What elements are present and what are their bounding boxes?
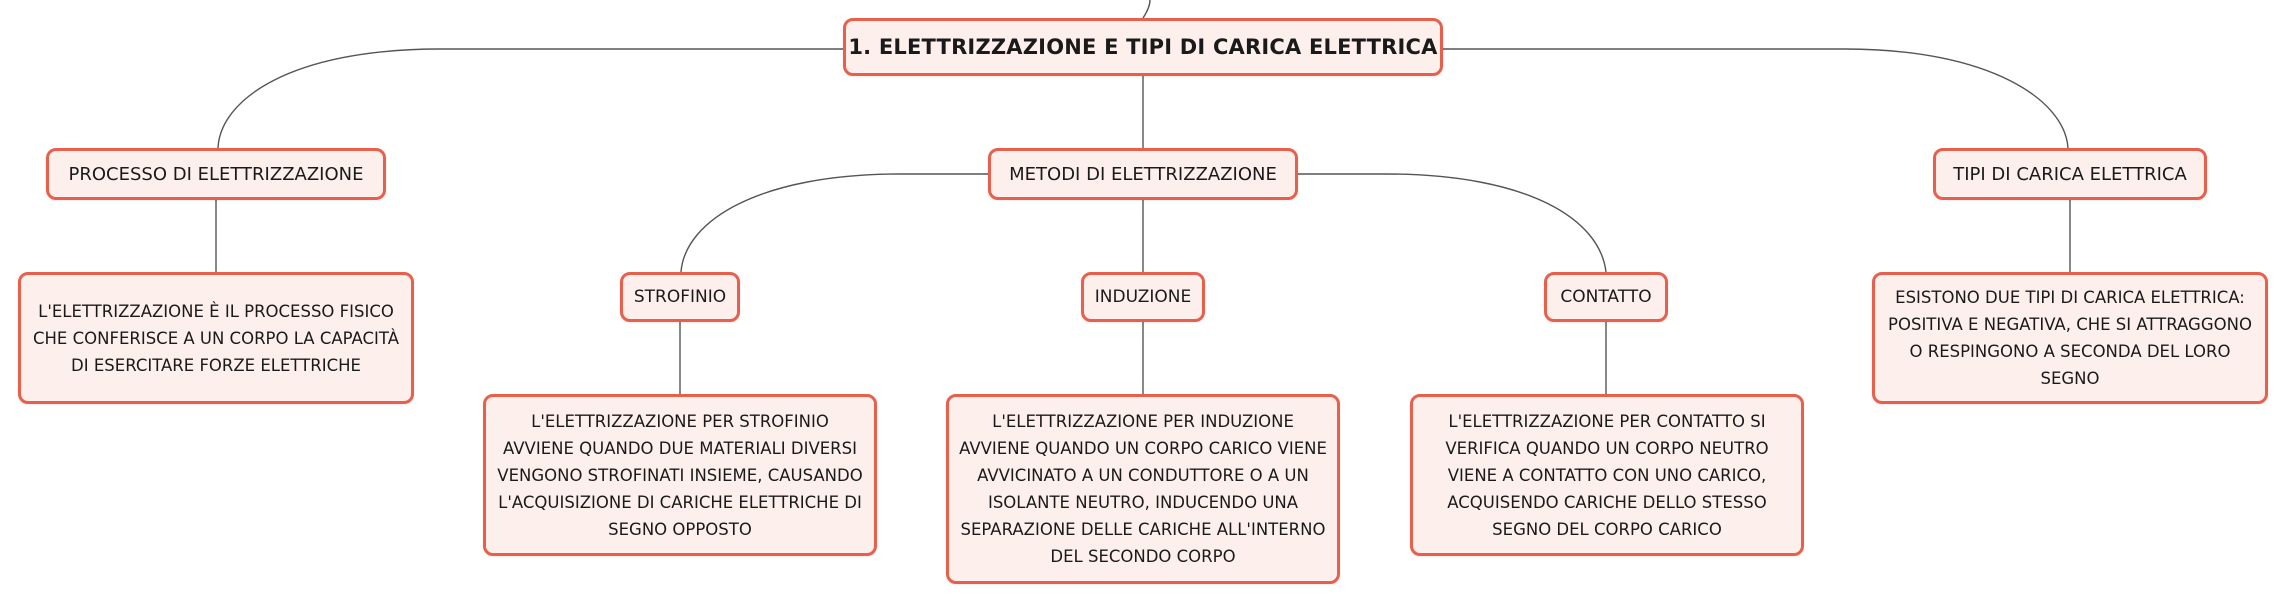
connector-root-processo [217, 48, 843, 149]
description-strofinio[interactable]: L'ELETTRIZZAZIONE PER STROFINIO AVVIENE … [483, 394, 877, 556]
topic-processo-elettrizzazione[interactable]: PROCESSO DI ELETTRIZZAZIONE [46, 148, 386, 200]
description-tipi-text: ESISTONO DUE TIPI DI CARICA ELETTRICA: P… [1888, 288, 2252, 388]
connector-metodi-contatto [1298, 173, 1607, 273]
topic-tipi-label: TIPI DI CARICA ELETTRICA [1953, 163, 2187, 185]
subtopic-strofinio-label: STROFINIO [633, 287, 727, 307]
description-contatto-text: L'ELETTRIZZAZIONE PER CONTATTO SI VERIFI… [1445, 411, 1769, 539]
connector-metodi-strofinio [680, 173, 988, 273]
description-induzione[interactable]: L'ELETTRIZZAZIONE PER INDUZIONE AVVIENE … [946, 394, 1340, 584]
topic-tipi-carica[interactable]: TIPI DI CARICA ELETTRICA [1933, 148, 2207, 200]
description-contatto[interactable]: L'ELETTRIZZAZIONE PER CONTATTO SI VERIFI… [1410, 394, 1804, 556]
root-topic-label: 1. ELETTRIZZAZIONE E TIPI DI CARICA ELET… [848, 35, 1438, 59]
topic-processo-label: PROCESSO DI ELETTRIZZAZIONE [68, 163, 364, 185]
description-tipi[interactable]: ESISTONO DUE TIPI DI CARICA ELETTRICA: P… [1872, 272, 2268, 404]
topic-metodi-label: METODI DI ELETTRIZZAZIONE [1009, 163, 1277, 185]
subtopic-contatto-label: CONTATTO [1560, 287, 1652, 307]
connector-top [1142, 0, 1151, 19]
connector-root-tipi [1443, 48, 2069, 149]
description-strofinio-text: L'ELETTRIZZAZIONE PER STROFINIO AVVIENE … [497, 411, 863, 539]
root-topic-node[interactable]: 1. ELETTRIZZAZIONE E TIPI DI CARICA ELET… [843, 18, 1443, 76]
subtopic-induzione[interactable]: INDUZIONE [1081, 272, 1205, 322]
description-induzione-text: L'ELETTRIZZAZIONE PER INDUZIONE AVVIENE … [959, 412, 1327, 566]
subtopic-induzione-label: INDUZIONE [1094, 287, 1192, 307]
topic-metodi-elettrizzazione[interactable]: METODI DI ELETTRIZZAZIONE [988, 148, 1298, 200]
subtopic-strofinio[interactable]: STROFINIO [620, 272, 740, 322]
description-processo[interactable]: L'ELETTRIZZAZIONE È IL PROCESSO FISICO C… [18, 272, 414, 404]
subtopic-contatto[interactable]: CONTATTO [1544, 272, 1668, 322]
description-processo-text: L'ELETTRIZZAZIONE È IL PROCESSO FISICO C… [33, 301, 399, 375]
